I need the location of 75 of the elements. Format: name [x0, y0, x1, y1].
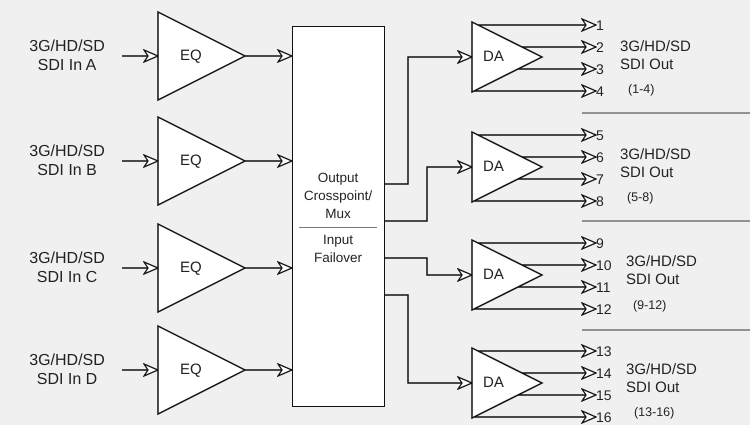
amplifier-label: DA: [483, 374, 504, 392]
arrow: [522, 150, 597, 164]
amplifier-label: EQ: [180, 152, 202, 170]
arrow: [245, 363, 293, 377]
arrow: [122, 261, 159, 275]
distribution-amplifier: [472, 22, 542, 92]
output-number: 6: [596, 148, 618, 166]
arrow: [474, 84, 597, 98]
output-number: 1: [596, 16, 618, 34]
amplifier-label: DA: [483, 266, 504, 284]
output-number: 8: [596, 192, 618, 210]
output-number: 10: [596, 256, 618, 274]
arrow: [245, 49, 293, 63]
amplifier-label: DA: [483, 48, 504, 66]
output-label: 3G/HD/SD SDI Out: [620, 146, 692, 182]
distribution-amplifier: [472, 240, 542, 310]
equalizer-amplifier: [158, 12, 245, 100]
arrow: [518, 62, 597, 76]
arrow: [245, 261, 293, 275]
arrow: [522, 366, 597, 380]
arrow: [474, 194, 597, 208]
equalizer-amplifier: [158, 224, 245, 312]
output-range-label: (5-8): [627, 189, 654, 206]
arrow: [518, 388, 597, 402]
output-range-label: (9-12): [633, 297, 666, 314]
output-number: 15: [596, 386, 618, 404]
arrow: [385, 50, 473, 185]
amplifier-label: EQ: [180, 259, 202, 277]
amplifier-label: EQ: [180, 361, 202, 379]
arrow: [478, 344, 597, 358]
output-number: 7: [596, 170, 618, 188]
arrow: [518, 172, 597, 186]
output-number: 12: [596, 300, 618, 318]
output-label: 3G/HD/SD SDI Out: [626, 361, 698, 397]
output-range-label: (13-16): [634, 404, 674, 421]
arrow: [478, 128, 597, 142]
output-number: 16: [596, 408, 618, 425]
equalizer-amplifier: [158, 326, 245, 414]
input-label: 3G/HD/SD SDI In D: [14, 351, 120, 389]
input-label: 3G/HD/SD SDI In A: [14, 37, 120, 75]
arrow: [385, 294, 473, 390]
amplifier-label: DA: [483, 158, 504, 176]
input-label: 3G/HD/SD SDI In C: [14, 249, 120, 287]
arrow: [522, 40, 597, 54]
amplifier-label: EQ: [180, 47, 202, 65]
block-label: Output Crosspoint/ Mux: [302, 169, 374, 223]
crosspoint-box: [292, 26, 385, 407]
output-number: 11: [596, 278, 618, 296]
arrow: [474, 302, 597, 316]
arrow: [474, 410, 597, 424]
distribution-amplifier: [472, 132, 542, 202]
output-number: 13: [596, 342, 618, 360]
equalizer-amplifier: [158, 117, 245, 205]
output-label: 3G/HD/SD SDI Out: [626, 253, 698, 289]
arrow: [478, 18, 597, 32]
input-label: 3G/HD/SD SDI In B: [14, 142, 120, 180]
output-number: 3: [596, 60, 618, 78]
arrow: [518, 280, 597, 294]
arrow: [245, 154, 293, 168]
arrow: [122, 154, 159, 168]
output-number: 14: [596, 364, 618, 382]
output-number: 2: [596, 38, 618, 56]
output-number: 5: [596, 126, 618, 144]
arrow: [385, 257, 473, 282]
output-number: 4: [596, 82, 618, 100]
arrow: [122, 363, 159, 377]
arrow: [478, 236, 597, 250]
arrow: [385, 160, 473, 222]
output-number: 9: [596, 234, 618, 252]
block-label: Input Failover: [312, 231, 363, 267]
arrow: [122, 49, 159, 63]
output-label: 3G/HD/SD SDI Out: [620, 38, 692, 74]
distribution-amplifier: [472, 348, 542, 418]
output-range-label: (1-4): [628, 81, 654, 98]
arrow: [522, 258, 597, 272]
